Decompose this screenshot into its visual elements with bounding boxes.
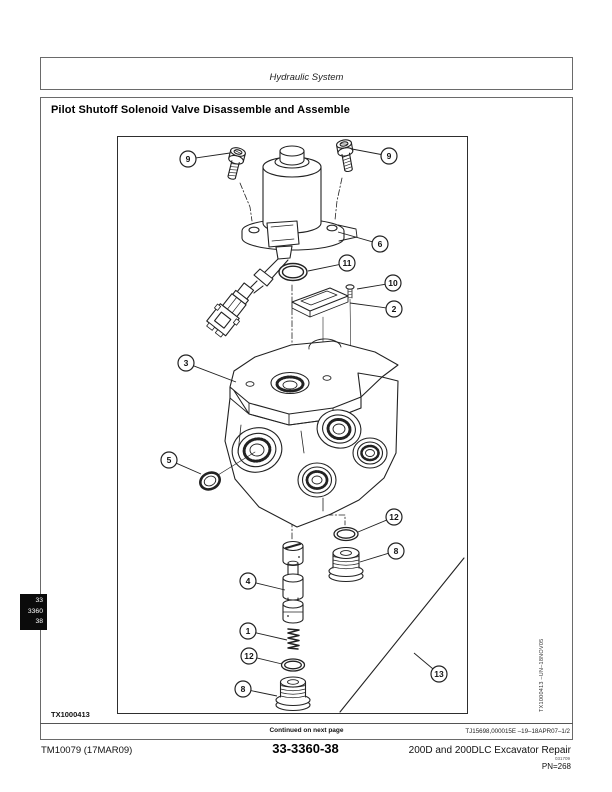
callout-8: [387, 542, 405, 560]
doc-reference-code: TJ15698,000015E –19–18APR07–1/2: [465, 727, 570, 735]
section-tab: 33 3360 38: [20, 594, 47, 630]
tab-page-number: 38: [35, 618, 43, 625]
footer-manual-title: 200D and 200DLC Excavator Repair: [408, 745, 571, 756]
svg-text:9: 9: [387, 151, 392, 161]
svg-text:3: 3: [184, 358, 189, 368]
spool-4: [282, 540, 304, 624]
bolt-right: [336, 139, 354, 173]
svg-text:9: 9: [186, 154, 191, 164]
svg-text:8: 8: [394, 546, 399, 556]
footer-print-date: 031709: [554, 756, 570, 761]
svg-text:11: 11: [343, 258, 352, 268]
svg-text:12: 12: [244, 651, 254, 661]
threaded-port: [322, 414, 356, 444]
callout-1: [239, 622, 257, 640]
exploded-view-diagram: 9 9 6 11 10 2 3 5 12 8 4 1 12 8 13: [160, 139, 465, 713]
callout-labels: 9 9 6 11 10 2 3 5 12 8 4 1 12 8 13: [160, 147, 448, 698]
valve-body-3: [224, 338, 399, 528]
connector-cable: [206, 220, 300, 338]
solenoid-coil: [262, 145, 322, 234]
svg-text:2: 2: [392, 304, 397, 314]
threaded-port: [356, 441, 384, 465]
threaded-port: [237, 432, 277, 468]
threaded-port: [301, 466, 333, 494]
content-box: Pilot Shutoff Solenoid Valve Disassemble…: [40, 97, 573, 740]
callout-12: [240, 647, 258, 665]
spring-1: [287, 628, 300, 650]
svg-text:12: 12: [389, 512, 399, 522]
footer-manual-number: TM10079 (17MAR09): [41, 745, 133, 756]
connector-plug: [206, 282, 255, 338]
svg-text:5: 5: [167, 455, 172, 465]
callout-4: [239, 572, 257, 590]
section-header: Hydraulic System: [269, 72, 344, 83]
o-ring-12-right: [333, 526, 359, 542]
callout-8: [234, 680, 252, 698]
svg-text:6: 6: [378, 239, 383, 249]
continued-strip: Continued on next page TJ15698,000015E –…: [40, 723, 573, 739]
o-ring-11: [278, 262, 308, 282]
callout-11: [338, 254, 356, 272]
svg-text:13: 13: [434, 669, 444, 679]
callout-9: [179, 150, 197, 168]
callout-13: [430, 665, 448, 683]
callout-12: [385, 508, 403, 526]
page-header-box: Hydraulic System: [40, 57, 573, 90]
footer-pn-number: PN=268: [541, 762, 571, 771]
mounting-plate-edge-13: [339, 557, 465, 713]
figure-frame: 9 9 6 11 10 2 3 5 12 8 4 1 12 8 13: [117, 136, 468, 714]
callout-9: [380, 147, 398, 165]
seal-ring-5: [199, 451, 256, 491]
tab-section-number: 3360: [27, 607, 43, 615]
footer-page-number: 33-3360-38: [272, 741, 339, 756]
figure-id-label: TX1000413: [51, 710, 90, 719]
svg-text:10: 10: [388, 278, 398, 288]
callout-2: [385, 300, 403, 318]
callout-5: [160, 451, 178, 469]
svg-text:1: 1: [246, 626, 251, 636]
article-title: Pilot Shutoff Solenoid Valve Disassemble…: [51, 104, 350, 116]
o-ring-12-bottom: [280, 658, 306, 672]
figure-side-caption: TX1000413 –UN–18NOV05: [539, 638, 545, 712]
svg-text:4: 4: [246, 576, 251, 586]
tab-group-number: 33: [35, 597, 43, 604]
bolt-left: [227, 147, 246, 180]
callout-10: [384, 274, 402, 292]
bracket-plate-2: [291, 287, 349, 318]
callout-6: [371, 235, 389, 253]
plug-8-bottom: [275, 676, 311, 712]
svg-text:8: 8: [241, 684, 246, 694]
continued-note: Continued on next page: [269, 727, 344, 734]
callout-3: [177, 354, 195, 372]
plug-8-right: [328, 546, 364, 583]
